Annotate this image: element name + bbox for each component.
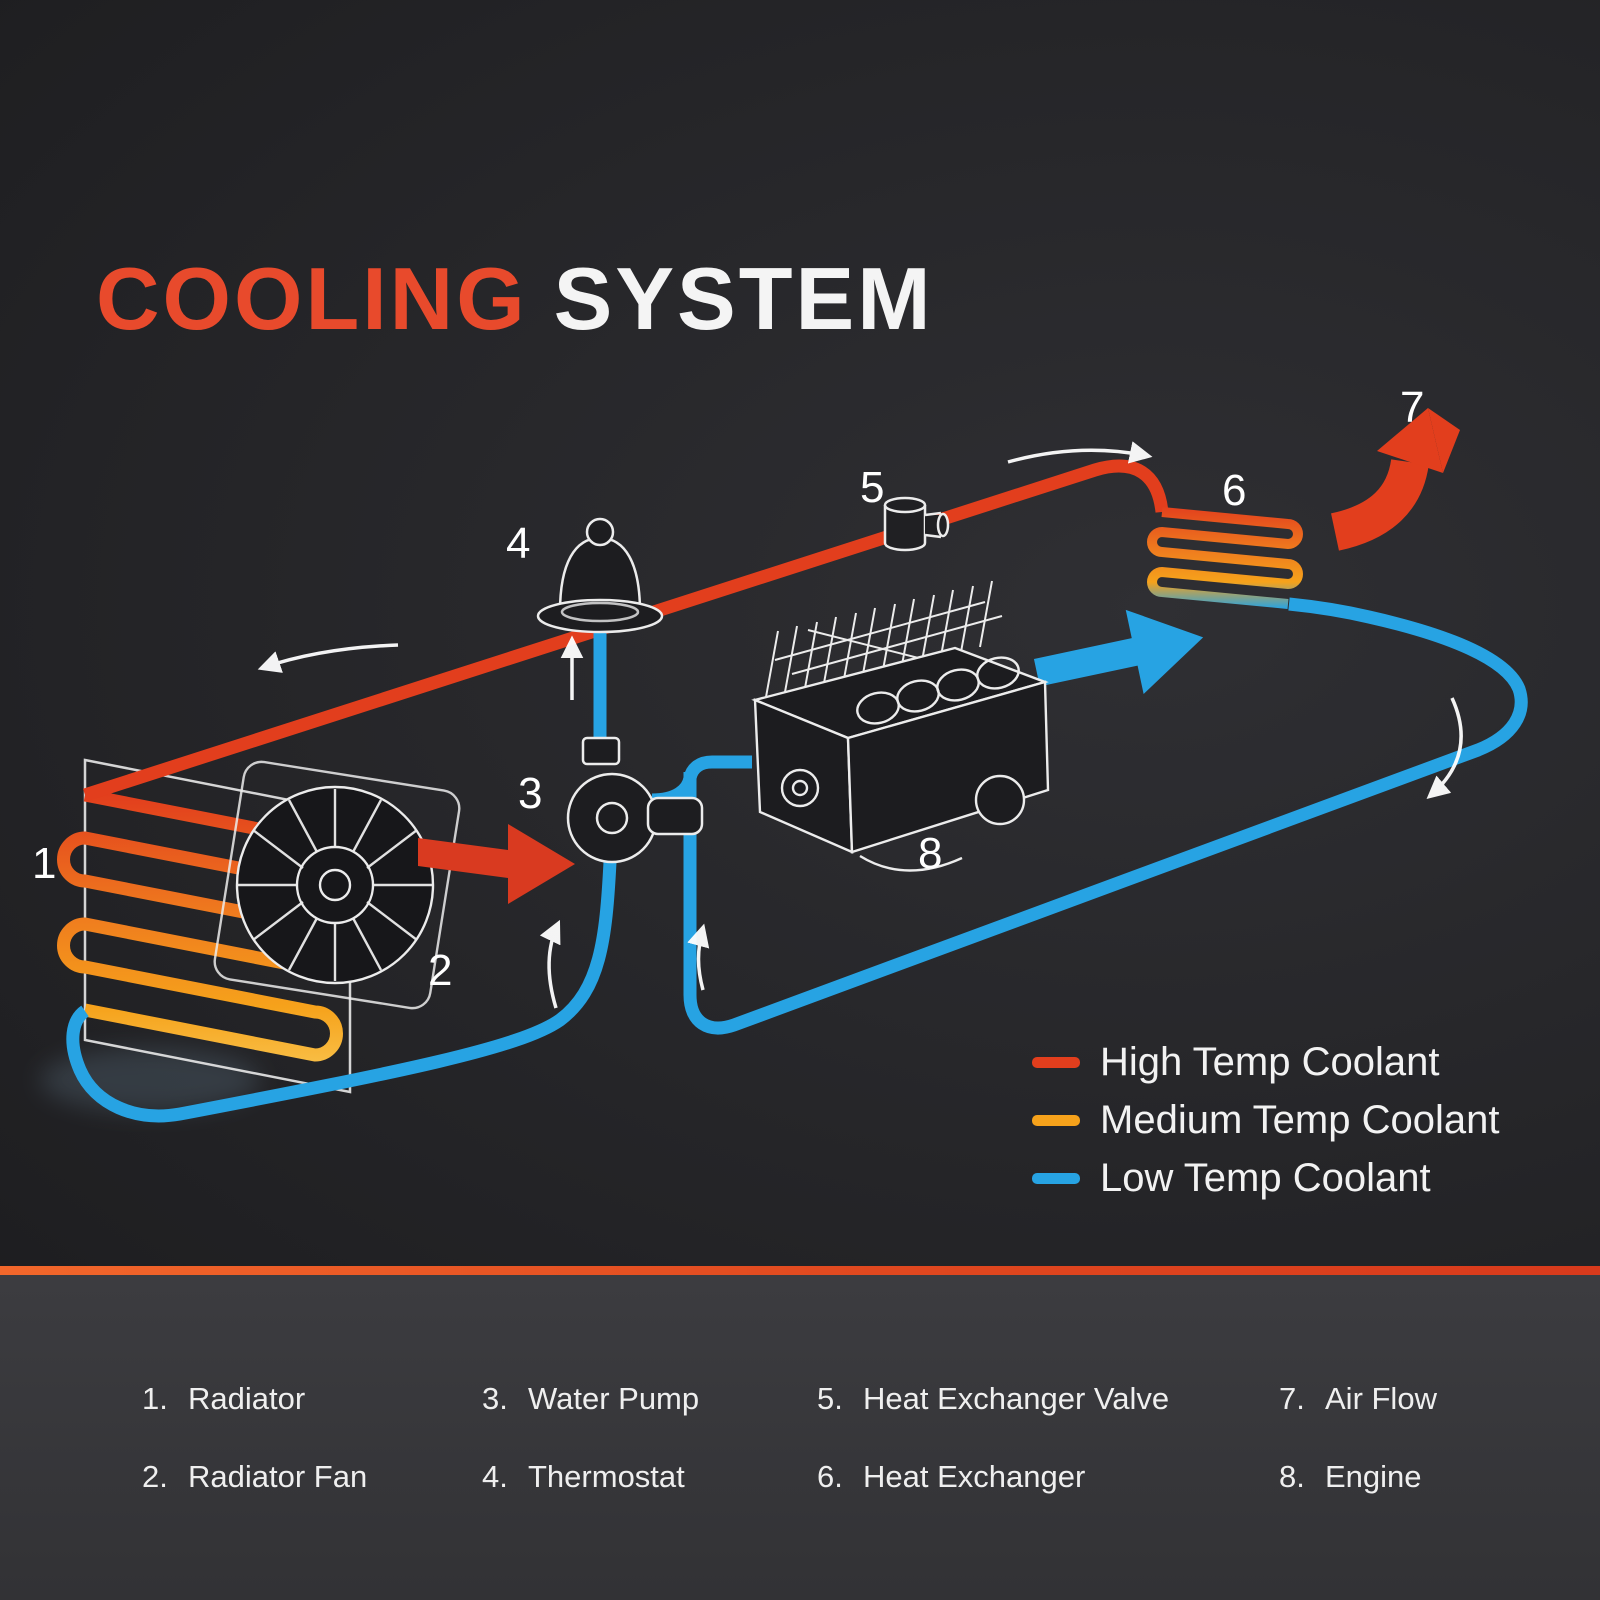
part-number: 6. <box>817 1458 843 1494</box>
part-name: Heat Exchanger <box>863 1458 1086 1494</box>
engine-cylinder-bores <box>856 656 1020 725</box>
low-temp-swatch <box>1032 1172 1080 1184</box>
engine-accessory <box>974 774 1026 826</box>
label-thermostat: 4 <box>506 519 530 568</box>
part-item-water-pump: 3. Water Pump <box>482 1381 817 1417</box>
title-highlight: COOLING <box>96 249 528 348</box>
page-title: COOLING SYSTEM <box>96 248 934 350</box>
radiator-fan <box>213 760 461 1010</box>
coolant-flow-arrow-blue <box>1033 609 1204 694</box>
pipe-pump-to-engine <box>651 755 752 807</box>
low-temp-label: Low Temp Coolant <box>1100 1155 1431 1200</box>
flow-direction-arrows <box>257 441 1463 1009</box>
air-flow-out-arrow <box>1330 408 1460 551</box>
label-valve: 5 <box>860 463 884 512</box>
part-number: 4. <box>482 1458 508 1494</box>
part-name: Radiator <box>188 1380 306 1416</box>
medium-temp-label: Medium Temp Coolant <box>1100 1097 1500 1142</box>
part-item-heat-exchanger: 6. Heat Exchanger <box>817 1459 1279 1495</box>
legend: High Temp Coolant Medium Temp Coolant Lo… <box>1032 1040 1499 1200</box>
part-item-thermostat: 4. Thermostat <box>482 1459 817 1495</box>
part-number: 5. <box>817 1380 843 1416</box>
parts-list: 1. Radiator 2. Radiator Fan 3. Water Pump 4… <box>0 1275 1600 1600</box>
part-name: Radiator Fan <box>188 1458 368 1494</box>
label-heat-exchanger: 6 <box>1222 466 1246 515</box>
arrow-up-left-pipe <box>539 919 561 1009</box>
part-number: 1. <box>142 1380 168 1416</box>
part-name: Air Flow <box>1325 1380 1437 1416</box>
part-number: 8. <box>1279 1458 1305 1494</box>
part-name: Heat Exchanger Valve <box>863 1380 1170 1416</box>
arrow-left <box>257 643 399 673</box>
diagram-number-labels: 1 2 3 4 5 6 7 8 <box>32 383 1424 995</box>
heat-exchanger-coil <box>1147 507 1303 609</box>
radiator-body <box>83 758 352 1094</box>
label-radiator: 1 <box>32 839 56 888</box>
air-flow-arrow-red <box>418 824 575 904</box>
engine-pulley <box>780 768 820 808</box>
part-name: Thermostat <box>528 1458 685 1494</box>
label-engine: 8 <box>918 829 942 878</box>
arrow-up-right-pipe <box>687 923 710 991</box>
label-air-flow: 7 <box>1400 383 1424 432</box>
engine-right-face <box>846 680 1050 854</box>
fan-blades <box>238 789 432 981</box>
part-number: 7. <box>1279 1380 1305 1416</box>
engine-valve-stems <box>765 580 993 698</box>
part-item-radiator: 1. Radiator <box>142 1381 482 1417</box>
part-item-air-flow: 7. Air Flow <box>1279 1381 1600 1417</box>
part-number: 3. <box>482 1380 508 1416</box>
legend-item-high-temp: High Temp Coolant <box>1032 1040 1499 1084</box>
part-item-radiator-fan: 2. Radiator Fan <box>142 1459 482 1495</box>
engine-block <box>751 580 1050 872</box>
legend-item-medium-temp: Medium Temp Coolant <box>1032 1098 1499 1142</box>
engine-oil-pan <box>859 854 963 872</box>
pipe-return-from-exchanger <box>683 597 1528 1035</box>
label-water-pump: 3 <box>518 769 542 818</box>
water-pump <box>566 736 704 864</box>
high-temp-swatch <box>1032 1056 1080 1068</box>
legend-item-low-temp: Low Temp Coolant <box>1032 1156 1499 1200</box>
pipe-pump-to-radiator <box>66 861 617 1123</box>
heat-exchanger-valve <box>883 496 950 552</box>
part-number: 2. <box>142 1458 168 1494</box>
divider-bar <box>0 1266 1600 1275</box>
arrow-top <box>1007 441 1153 464</box>
part-name: Engine <box>1325 1458 1422 1494</box>
part-item-heat-exchanger-valve: 5. Heat Exchanger Valve <box>817 1381 1279 1417</box>
arrow-bottom-right <box>1426 697 1463 799</box>
medium-temp-swatch <box>1032 1114 1080 1126</box>
title-rest: SYSTEM <box>553 249 934 348</box>
label-radiator-fan: 2 <box>428 946 452 995</box>
part-item-engine: 8. Engine <box>1279 1459 1600 1495</box>
thermostat <box>536 517 664 634</box>
high-temp-label: High Temp Coolant <box>1100 1039 1440 1084</box>
high-temp-coolant-line <box>83 459 1169 802</box>
part-name: Water Pump <box>528 1380 700 1416</box>
